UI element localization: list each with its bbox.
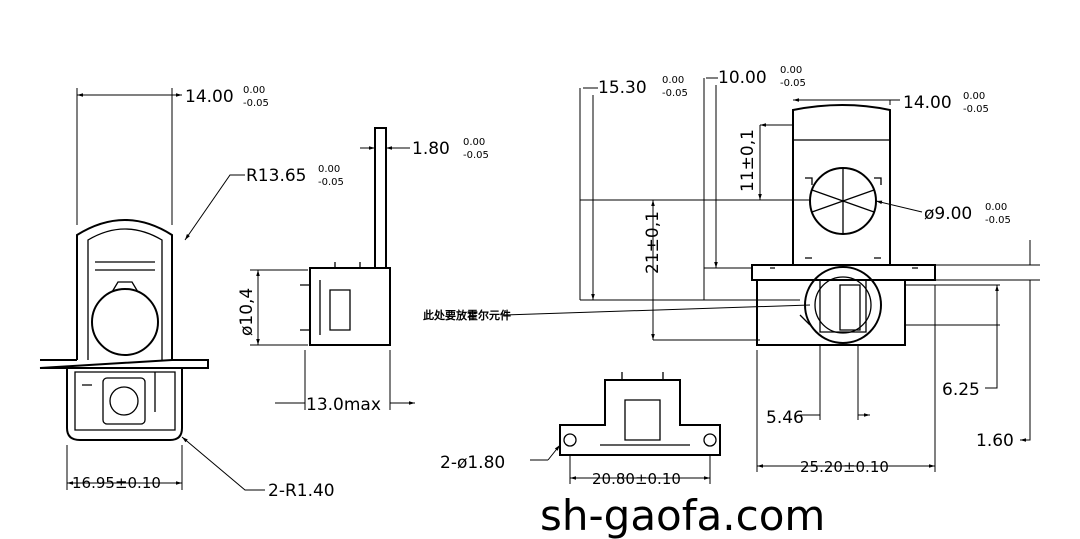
dim-1-60: 1.60: [976, 431, 1014, 451]
right-width-tol-lower: -0.05: [963, 104, 989, 115]
left-width-dim: 14.00: [185, 87, 234, 107]
dim-6-25: 6.25: [942, 380, 980, 400]
note-leader: [502, 304, 811, 316]
circle-diameter-dim: ø9.00: [924, 204, 972, 224]
hole-diameter-dim: 2-ø1.80: [440, 453, 505, 473]
height-2-tol-upper: 0.00: [780, 65, 802, 76]
hall-sensor-note: 此处要放霍尔元件: [423, 308, 511, 322]
height-1-dim: 15.30: [598, 78, 647, 98]
tab-thickness-dim: 1.80: [412, 139, 450, 159]
radius-tol-lower: -0.05: [318, 177, 344, 188]
dim-21: 21±0,1: [643, 211, 663, 274]
right-width-dim: 14.00: [903, 93, 952, 113]
corner-radius-dim: 2-R1.40: [268, 481, 335, 501]
side-length-dim: 13.0max: [306, 395, 381, 415]
left-width-tol-lower: -0.05: [243, 98, 269, 109]
side-diameter-dim: ø10,4: [237, 288, 257, 336]
right-width-tol-upper: 0.00: [963, 91, 985, 102]
radius-tol-upper: 0.00: [318, 164, 340, 175]
tab-tol-upper: 0.00: [463, 137, 485, 148]
height-1-tol-lower: -0.05: [662, 88, 688, 99]
dim-5-46: 5.46: [766, 408, 804, 428]
tab-tol-lower: -0.05: [463, 150, 489, 161]
right-front-view: [579, 77, 1040, 472]
dim-11: 11±0,1: [738, 129, 758, 192]
bottom-view: [530, 372, 721, 484]
height-2-dim: 10.00: [718, 68, 767, 88]
circle-tol-lower: -0.05: [985, 215, 1011, 226]
height-1-tol-upper: 0.00: [662, 75, 684, 86]
left-width-tol-upper: 0.00: [243, 85, 265, 96]
base-width-dim: 25.20±0.10: [800, 458, 889, 476]
bottom-width-dim: 20.80±0.10: [592, 470, 681, 488]
side-view: [250, 127, 415, 410]
height-2-tol-lower: -0.05: [780, 78, 806, 89]
left-front-view: [39, 88, 265, 491]
watermark: sh-gaofa.com: [540, 491, 825, 539]
left-base-width-dim: 16.95±0.10: [72, 474, 161, 492]
radius-dim: R13.65: [246, 166, 306, 186]
circle-tol-upper: 0.00: [985, 202, 1007, 213]
